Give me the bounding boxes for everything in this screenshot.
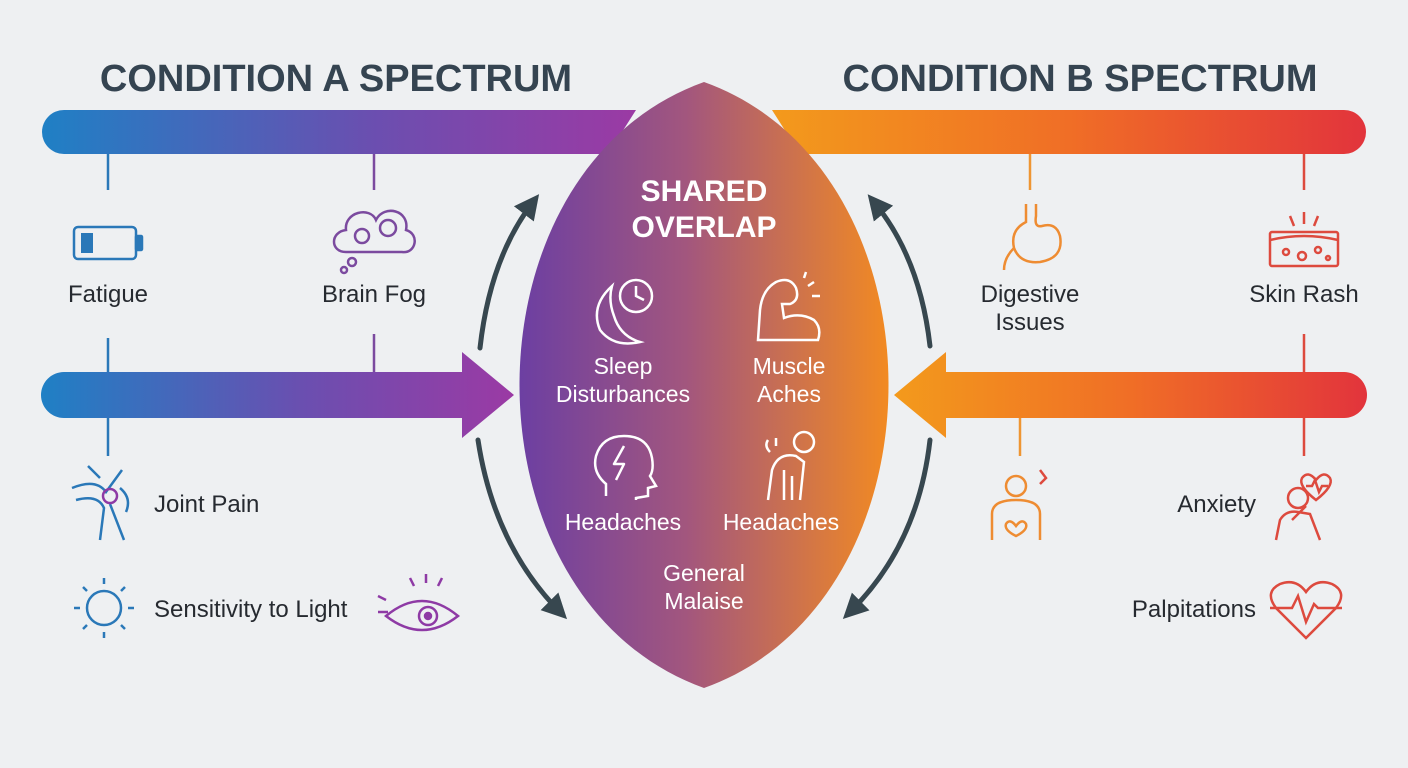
moon-clock-icon	[595, 278, 654, 345]
symptom-label-anxiety: Anxiety	[1177, 491, 1256, 518]
condition-b-top-bar	[772, 110, 1366, 154]
skin-rash-icon	[1268, 212, 1340, 268]
condition-a-arrow-bar	[41, 352, 514, 438]
cycle-arrow-upper-right	[867, 194, 933, 349]
heartbeat-icon	[1269, 581, 1343, 640]
condition-b-title: CONDITION B SPECTRUM	[843, 58, 1318, 100]
flexed-arm-icon	[756, 271, 821, 342]
shared-overlap-lens	[519, 82, 889, 688]
symptom-label-palpitations: Palpitations	[1132, 596, 1256, 623]
stomach-icon	[1002, 204, 1062, 271]
head-lightning-icon	[593, 434, 658, 500]
sun-icon	[74, 578, 134, 638]
symptom-label-skin-rash: Skin Rash	[1249, 281, 1358, 308]
brain-fog-cloud-icon	[332, 209, 416, 275]
knee-joint-icon	[71, 465, 130, 541]
condition-a-top-bar	[42, 110, 636, 154]
condition-b-arrow-bar	[894, 352, 1367, 438]
person-heart-icon	[990, 469, 1048, 540]
condition-a-title: CONDITION A SPECTRUM	[100, 58, 572, 100]
cycle-arrow-lower-right	[842, 437, 933, 620]
symptom-label-brain-fog: Brain Fog	[322, 281, 426, 308]
cycle-arrow-upper-left	[477, 194, 540, 351]
aching-person-icon	[765, 430, 816, 501]
symptom-label-joint-pain: Joint Pain	[154, 491, 259, 518]
anxious-person-icon	[1274, 473, 1332, 541]
cycle-arrow-lower-left	[475, 437, 568, 620]
connector-lines	[106, 154, 1306, 456]
overlap-item-headaches-1: Headaches	[565, 509, 681, 535]
overlap-item-headaches-2: Headaches	[723, 509, 839, 535]
symptom-label-light-sensitivity: Sensitivity to Light	[154, 596, 348, 623]
battery-icon	[72, 225, 144, 261]
symptom-label-fatigue: Fatigue	[68, 281, 148, 308]
eye-light-icon	[377, 574, 460, 632]
